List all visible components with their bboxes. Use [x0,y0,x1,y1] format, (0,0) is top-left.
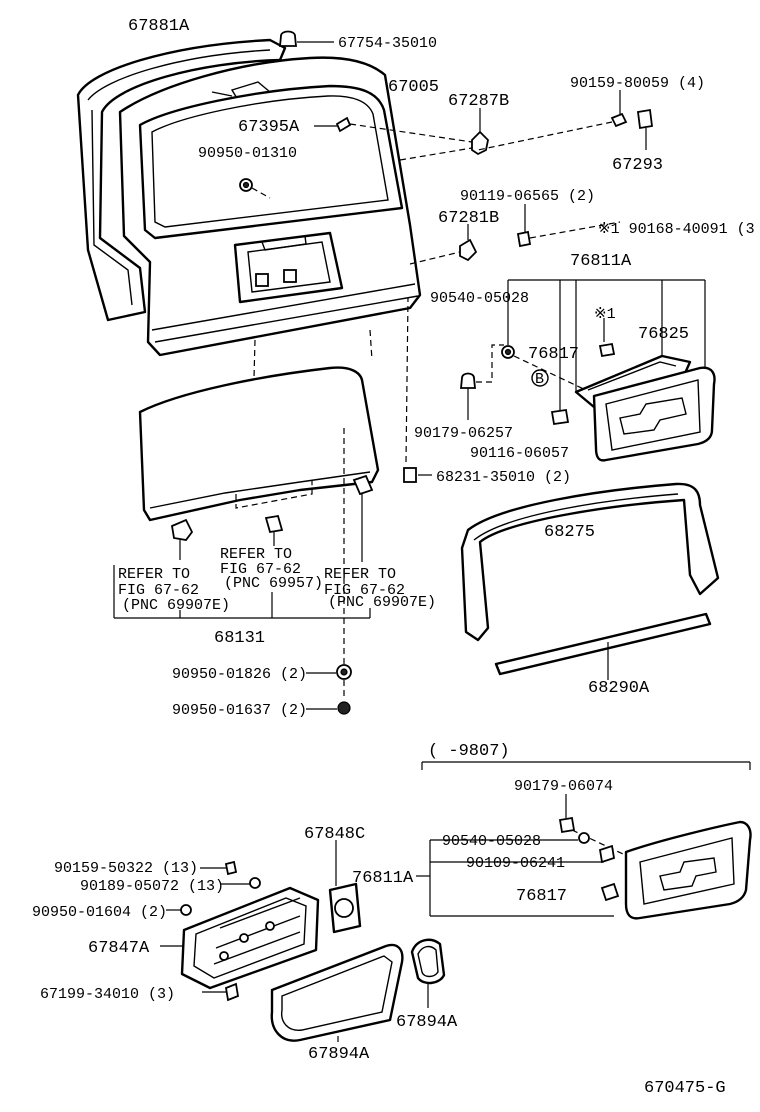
label-circle-b: B [535,371,544,388]
label-90168-40091: ※1 90168-40091 (3 [598,221,755,238]
garnish-76811A-lower [416,761,752,920]
label-68275: 68275 [544,523,595,542]
refer-left-line2: FIG 67-62 [118,582,199,599]
label-67287B: 67287B [448,92,509,111]
clip-68231 [403,297,432,483]
label-90950-01826: 90950-01826 (2) [172,666,307,683]
label-67848C: 67848C [304,825,365,844]
grommet-90950-01310 [239,178,271,199]
label-67281B: 67281B [438,209,499,228]
label-90179-06074: 90179-06074 [514,778,613,795]
label-90116-06057: 90116-06057 [470,445,569,462]
label-68131: 68131 [214,629,265,648]
label-90159-50322: 90159-50322 (13) [54,860,198,877]
label-90950-01604: 90950-01604 (2) [32,904,167,921]
refer-right-line2: FIG 67-62 [324,582,405,599]
strip-68290A [494,612,712,680]
part-67281B [409,204,621,265]
weatherstrip-68275 [460,482,720,642]
label-76825: 76825 [638,325,689,344]
label-90179-06257: 90179-06257 [414,425,513,442]
label-67754-35010: 67754-35010 [338,35,437,52]
label-76811A-lower: 76811A [352,869,414,888]
label-90540-05028-upper: 90540-05028 [430,290,529,307]
door-control-67847A [160,860,320,1002]
label-76817-upper: 76817 [528,345,579,364]
back-door-67005 [118,56,422,357]
label-90189-05072: 90189-05072 (13) [80,878,224,895]
label-90540-05028-lower: 90540-05028 [442,833,541,850]
refer-right-line3: (PNC 69907E) [328,594,436,611]
screw-90159-80059 [477,90,654,151]
parts-67395A-67287B [314,108,489,161]
label-67847A: 67847A [88,939,150,958]
label-star1: ※1 [594,306,616,323]
label-67894A-right: 67894A [396,1013,458,1032]
refer-mid-line3: (PNC 69957) [224,575,323,592]
label-90119-06565: 90119-06565 (2) [460,188,595,205]
label-68231-35010: 68231-35010 (2) [436,469,571,486]
garnish-76811A-upper [460,279,716,462]
label-90159-80059: 90159-80059 (4) [570,75,705,92]
label-76817-lower: 76817 [516,887,567,906]
trim-board-68131 [113,329,380,619]
label-90109-06241: 90109-06241 [466,855,565,872]
label-9807: ( -9807) [428,742,510,761]
label-67293: 67293 [612,156,663,175]
weatherstrip-67881A [76,38,287,322]
label-76811A-upper: 76811A [570,252,632,271]
refer-mid-line2: FIG 67-62 [220,561,301,578]
label-90950-01310: 90950-01310 [198,145,297,162]
label-67199-34010: 67199-34010 (3) [40,986,175,1003]
label-67881A: 67881A [128,17,190,36]
label-90950-01637: 90950-01637 (2) [172,702,307,719]
callout-labels: 67881A 67754-35010 67005 90159-80059 (4)… [32,17,755,1098]
label-67005: 67005 [388,78,439,97]
refer-left-line1: REFER TO [118,566,190,583]
refer-left-line3: (PNC 69907E) [122,597,230,614]
seal-67894A [270,938,446,1042]
refer-mid-line1: REFER TO [220,546,292,563]
clip-67754 [279,30,334,47]
label-67894A-bottom: 67894A [308,1045,370,1064]
label-670475-G: 670475-G [644,1079,726,1098]
refer-right-line1: REFER TO [324,566,396,583]
label-67395A: 67395A [238,118,300,137]
bracket-67848C [328,840,362,934]
label-68290A: 68290A [588,679,650,698]
grommets-lower [306,428,352,715]
